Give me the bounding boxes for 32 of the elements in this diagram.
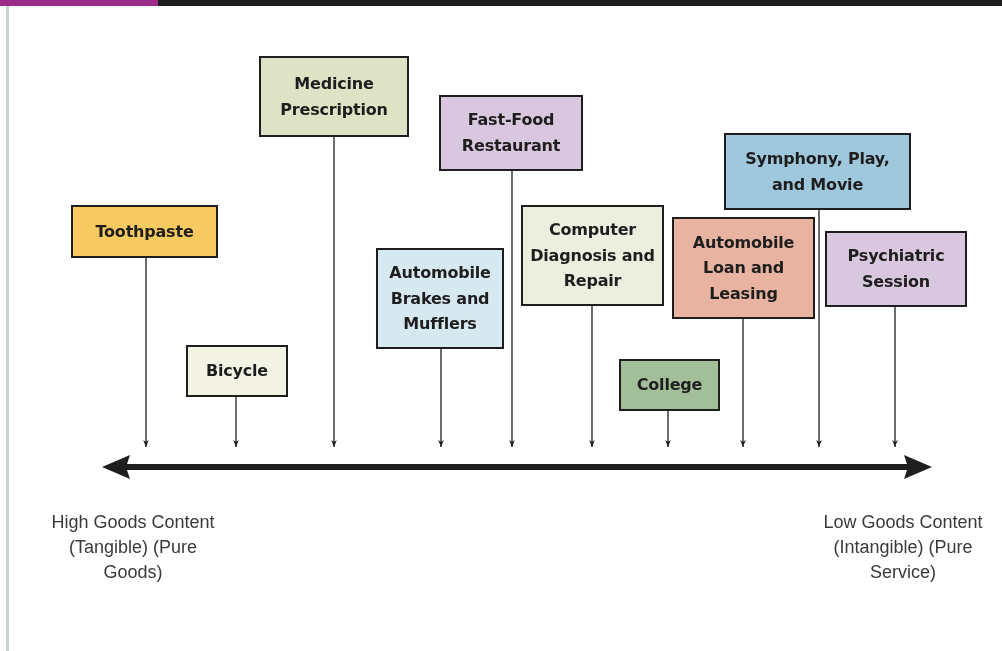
category-box xyxy=(825,231,967,307)
scale-end-label: High Goods Content (Tangible) (Pure Goods) xyxy=(50,511,216,584)
category-box xyxy=(521,205,664,306)
arrow xyxy=(892,306,898,448)
box-label: Bicycle xyxy=(206,360,268,383)
arrow xyxy=(143,257,149,448)
box-label: Psychiatric Session xyxy=(846,245,946,293)
arrow xyxy=(509,170,515,448)
box-label: Automobile Loan and Leasing xyxy=(691,231,796,305)
arrow xyxy=(331,136,337,448)
category-box xyxy=(71,205,218,258)
box-label: Medicine Prescription xyxy=(279,72,389,121)
arrow xyxy=(589,305,595,448)
box-label: Symphony, Play, and Movie xyxy=(744,147,891,196)
box-label: Computer Diagnosis and Repair xyxy=(529,219,656,293)
scale-end-label: Low Goods Content (Intangible) (Pure Service) xyxy=(822,511,984,584)
category-box xyxy=(619,359,720,411)
arrow xyxy=(233,396,239,448)
arrow xyxy=(816,209,822,448)
box-label: Fast-Food Restaurant xyxy=(460,109,562,157)
category-box xyxy=(259,56,409,137)
category-box xyxy=(376,248,504,349)
category-box xyxy=(724,133,911,210)
arrow xyxy=(740,318,746,448)
arrow xyxy=(665,410,671,448)
category-box xyxy=(439,95,583,171)
category-box xyxy=(672,217,815,319)
category-box xyxy=(186,345,288,397)
box-label: Automobile Brakes and Mufflers xyxy=(388,262,492,336)
arrow xyxy=(438,348,444,448)
box-label: College xyxy=(636,374,703,397)
box-label: Toothpaste xyxy=(95,220,194,243)
